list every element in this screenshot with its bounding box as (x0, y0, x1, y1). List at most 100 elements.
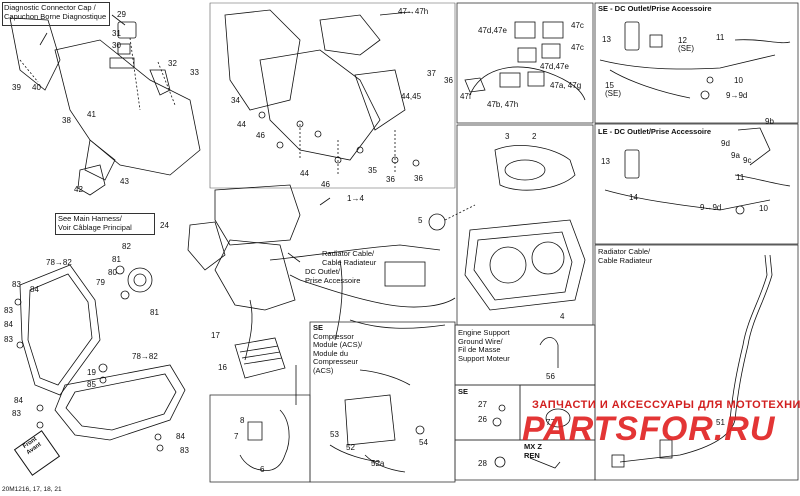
mxz-ren-line-2: REN (524, 450, 540, 460)
se-compressor-note: SE Compressor Module (ACS)/ Module du Co… (313, 323, 362, 375)
callout-85: 85 (87, 380, 96, 389)
radiator-cable-line-1: Radiator Cable/ (322, 249, 375, 258)
callout-36-b: 36 (414, 174, 423, 183)
callout-83-e: 83 (180, 446, 189, 455)
callout-47d-47e-a: 47d,47e (478, 26, 507, 35)
callout-32: 32 (168, 59, 177, 68)
callout-83-c: 83 (4, 335, 13, 344)
callout-9d: 9d (721, 139, 730, 148)
dc-outlet-line-1: DC Outlet/ (305, 267, 341, 276)
dc-outlet-line-2: Prise Accessoire (305, 275, 361, 285)
callout-78-82-a: 78→82 (46, 258, 72, 267)
engine-support-line-3: Fil de Masse (458, 345, 501, 354)
callout-47-47h: 47→47h (398, 7, 429, 16)
callout-44-b: 44 (300, 169, 309, 178)
engine-support-line-2: Ground Wire/ (458, 336, 503, 346)
se-compressor-line-5: Compresseur (313, 357, 359, 366)
callout-2: 2 (532, 132, 537, 141)
callout-38: 38 (62, 116, 71, 125)
diag-cap-line-1: Diagnostic Connector Cap / (4, 3, 96, 12)
radiator-cable-note: Radiator Cable/ Cable Radiateur (322, 249, 377, 267)
callout-30: 30 (112, 41, 121, 50)
callout-27: 27 (478, 400, 487, 409)
callout-3: 3 (505, 132, 510, 141)
callout-47d-47e-b: 47d,47e (540, 62, 569, 71)
radiator-box-note: Radiator Cable/ Cable Radiateur (598, 247, 652, 265)
callout-83-a: 83 (12, 280, 21, 289)
se-compressor-line-1: SE (313, 323, 324, 332)
watermark-logo: PARTSFOR.RU (522, 410, 776, 448)
callout-83-b: 83 (4, 306, 13, 315)
se-compressor-line-4: Module du (313, 348, 349, 358)
callout-31: 31 (112, 29, 121, 38)
callout-29: 29 (117, 10, 126, 19)
engine-support-line-1: Engine Support (458, 328, 510, 337)
engine-support-line-4: Support Moteur (458, 353, 510, 363)
main-harness-note: See Main Harness/ Voir Câblage Principal (58, 214, 132, 232)
engine-support-note: Engine Support Ground Wire/ Fil de Masse… (458, 328, 510, 363)
mxz-ren-line-1: MX Z (524, 442, 542, 451)
se-dc-title: SE - DC Outlet/Prise Accessoire (598, 4, 712, 13)
radiator-cable-line-2: Cable Radiateur (322, 257, 377, 267)
callout-42: 42 (74, 185, 83, 194)
callout-13-b: 13 (601, 157, 610, 166)
callout-47f: 47f (460, 92, 472, 101)
callout-84-b: 84 (4, 320, 13, 329)
callout-43: 43 (120, 177, 129, 186)
callout-47c-b: 47c (571, 43, 584, 52)
callout-81-b: 81 (150, 308, 159, 317)
callout-5: 5 (418, 216, 423, 225)
se-small-note: SE (458, 387, 469, 397)
callout-19: 19 (87, 368, 96, 377)
callout-11-b: 11 (736, 173, 745, 182)
watermark-tagline: ЗАПЧАСТИ И АКСЕССУАРЫ ДЛЯ МОТОТЕХНИКИ (532, 399, 800, 411)
callout-47c-a: 47c (571, 21, 584, 30)
callout-15-se: 15 (SE) (605, 81, 621, 98)
callout-51: 51 (716, 418, 725, 427)
callout-82: 82 (122, 242, 131, 251)
callout-4: 4 (560, 312, 565, 321)
main-harness-line-1: See Main Harness/ (58, 214, 122, 223)
main-harness-note-box (55, 213, 155, 235)
callout-7: 7 (234, 432, 239, 441)
callout-9b: 9b (765, 117, 774, 126)
callout-54: 54 (419, 438, 428, 447)
drawing-reference: 20M1216, 17, 18, 21 (2, 486, 62, 493)
callout-77: 77 (546, 418, 555, 427)
callout-40: 40 (32, 83, 41, 92)
se-compressor-line-2: Compressor (313, 331, 354, 341)
se-compressor-line-6: (ACS) (313, 365, 334, 375)
callout-47a-47g: 47a, 47g (550, 81, 582, 90)
callout-84-c: 84 (14, 396, 23, 405)
callout-8: 8 (240, 416, 245, 425)
mxz-ren-note: MX Z REN (524, 442, 542, 460)
diag-cap-note-box (2, 2, 110, 26)
callout-16: 16 (218, 363, 227, 372)
callout-83-d: 83 (12, 409, 21, 418)
callout-36-c: 36 (444, 76, 453, 85)
callout-9a: 9a (731, 151, 740, 160)
callout-37: 37 (427, 69, 436, 78)
callout-81-a: 81 (112, 255, 121, 264)
callout-52a: 52a (371, 459, 385, 468)
callout-9c: 9c (743, 156, 752, 165)
callout-14: 14 (629, 193, 638, 202)
callout-44-45: 44,45 (401, 92, 422, 101)
callout-26: 26 (478, 415, 487, 424)
callout-10-b: 10 (759, 204, 768, 213)
callout-46-b: 46 (321, 180, 330, 189)
callout-6: 6 (260, 465, 265, 474)
callout-34: 34 (231, 96, 240, 105)
callout-10-a: 10 (734, 76, 743, 85)
dc-outlet-note: DC Outlet/ Prise Accessoire (305, 267, 361, 285)
se-small-line-1: SE (458, 387, 469, 396)
callout-46-a: 46 (256, 131, 265, 140)
callout-78-82-b: 78→82 (132, 352, 158, 361)
callout-56: 56 (546, 372, 555, 381)
callout-79: 79 (96, 278, 105, 287)
diag-cap-line-2: Capuchon Borne Diagnostique (4, 11, 107, 21)
callout-9-9d-b: 9→9d (700, 203, 722, 212)
le-dc-title: LE - DC Outlet/Prise Accessoire (598, 127, 712, 136)
